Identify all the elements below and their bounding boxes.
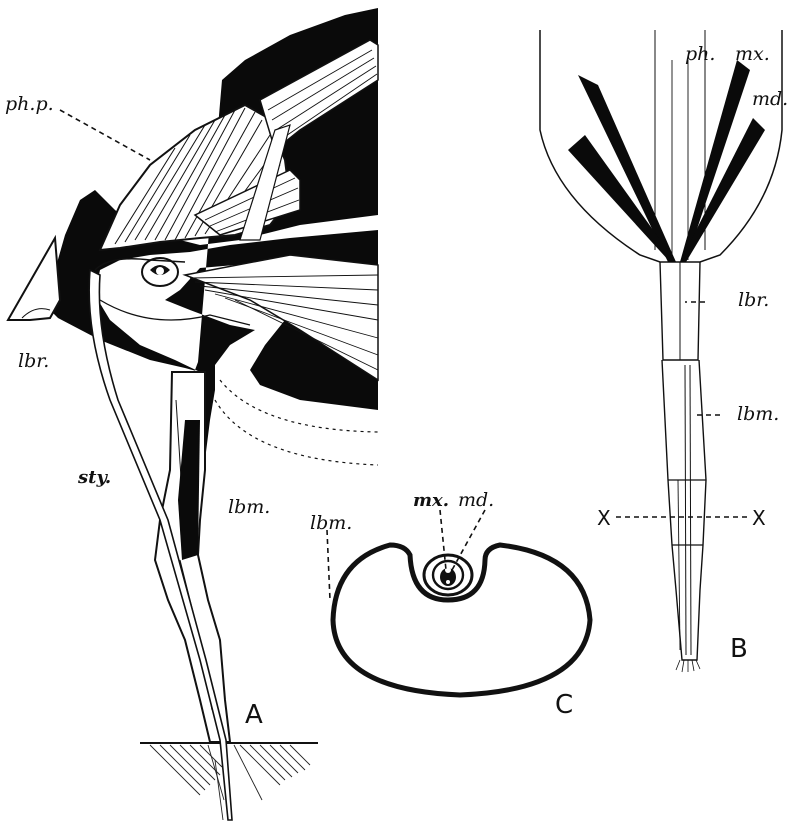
- label-labium-a: lbm.: [228, 496, 270, 518]
- caption-a: A: [245, 700, 263, 730]
- panel-c-cross-section: [333, 545, 590, 695]
- label-labium-c: lbm.: [310, 512, 352, 534]
- label-section-x-left: X: [597, 506, 611, 530]
- panel-a-longitudinal-section: [8, 8, 378, 820]
- label-stylets: sty.: [77, 467, 111, 488]
- panel-b-dorsal-view: [540, 30, 782, 672]
- pharyngeal-pump: [142, 258, 178, 286]
- label-maxilla-c: mx.: [413, 490, 449, 511]
- caption-c: C: [555, 690, 573, 720]
- label-pharyngeal-pump: ph.p.: [5, 93, 54, 115]
- caption-b: B: [730, 634, 748, 664]
- label-pharynx-b: ph.: [685, 43, 715, 65]
- label-maxilla-b: mx.: [735, 43, 770, 65]
- label-section-x-right: X: [752, 506, 766, 530]
- label-mandible-b: md.: [752, 88, 788, 110]
- label-labrum-b: lbr.: [738, 289, 769, 311]
- label-mandible-c: md.: [458, 489, 494, 511]
- label-labrum-a: lbr.: [18, 350, 49, 372]
- label-labium-b: lbm.: [737, 403, 779, 425]
